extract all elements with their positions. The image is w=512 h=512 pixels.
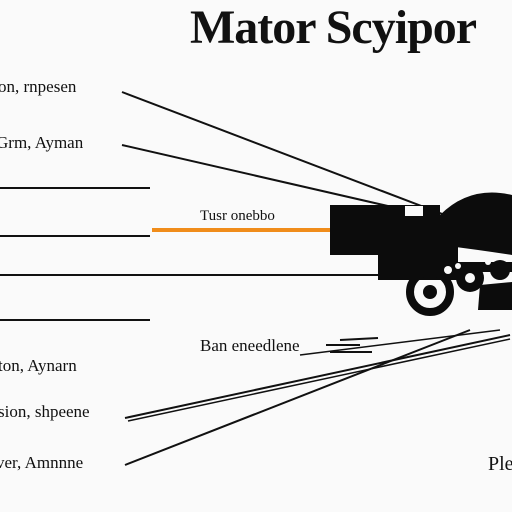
corner-label: Ple [488,453,512,475]
leader-line [299,329,501,356]
leader-line [124,334,511,419]
tick-marks [326,337,379,353]
left-label: ver, Amnnne [0,453,84,472]
leader-line [124,329,471,466]
left-label: on, rnpesen [0,77,77,96]
left-label: sion, shpeene [0,402,90,421]
left-label: Grm, Ayman [0,133,84,152]
motor-engine-icon [330,192,512,316]
diagram-title: Mator Scyipor [190,1,477,54]
center-label-lower: Ban eneedlene [200,336,300,355]
leader-line [121,91,446,216]
center-label-upper: Tusr onebbo [200,208,275,224]
leader-line [127,338,511,422]
left-label: ton, Aynarn [0,356,77,375]
